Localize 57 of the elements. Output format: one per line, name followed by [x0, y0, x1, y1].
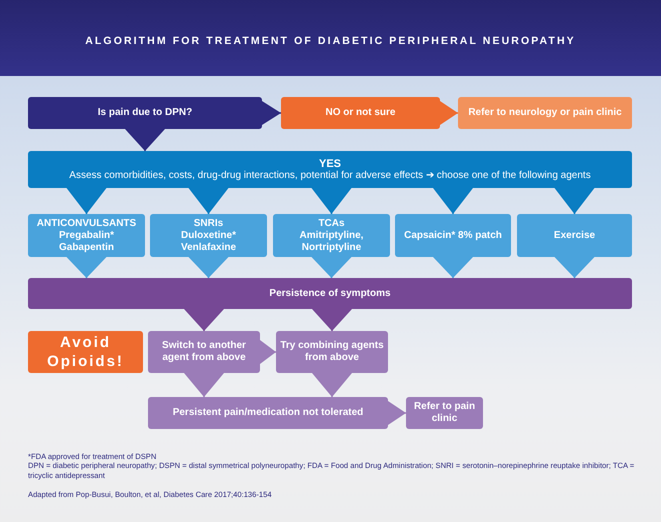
- arrow: [433, 257, 473, 278]
- heading: YES: [318, 158, 341, 170]
- heading: SNRIs: [194, 218, 224, 230]
- decision-box: [28, 97, 262, 129]
- label-text: Try combining agents from above: [280, 340, 384, 364]
- arrow: [184, 309, 224, 331]
- label-text: Assess comorbidities, costs, drug-drug interactions, potential for adverse effects ➔ choose one of the following agents: [69, 170, 591, 182]
- label-text: Nortriptyline: [302, 242, 362, 254]
- arrow: [312, 257, 352, 278]
- process-box: [281, 97, 440, 129]
- process-box: [28, 214, 145, 257]
- arrow: [388, 401, 406, 425]
- arrow: [188, 257, 228, 278]
- arrow: [66, 188, 106, 214]
- label-text: Avoid Opioids!: [46, 333, 125, 371]
- process-box: [28, 278, 632, 309]
- arrow: [260, 340, 276, 364]
- process-box: [517, 214, 632, 257]
- label-text: Capsaicin* 8% patch: [404, 230, 502, 242]
- process-box: [150, 214, 267, 257]
- label-text: Venlafaxine: [180, 242, 236, 254]
- label-text: Switch to another agent from above: [161, 340, 247, 364]
- process-box: [395, 214, 511, 257]
- title: ALGORITHM FOR TREATMENT OF DIABETIC PERIPHERAL NEUROPATHY: [84, 35, 577, 47]
- process-box: [28, 151, 632, 188]
- arrow: [262, 101, 281, 125]
- label-text: Refer to neurology or pain clinic: [468, 107, 622, 119]
- process-box: [273, 214, 390, 257]
- label-text: Pregabalin*: [58, 230, 114, 242]
- label-text: Amitriptyline,: [300, 230, 364, 242]
- label-text: Gabapentin: [58, 242, 114, 254]
- arrow: [125, 129, 165, 151]
- process-box: [276, 331, 388, 373]
- heading: ANTICONVULSANTS: [36, 218, 136, 230]
- label-text: NO or not sure: [325, 107, 396, 119]
- process-box: [406, 397, 483, 429]
- process-box: [148, 397, 388, 429]
- arrow: [440, 101, 458, 125]
- heading: TCAs: [318, 218, 345, 230]
- arrow: [312, 309, 352, 331]
- label-text: Persistence of symptoms: [269, 288, 391, 300]
- process-box: [458, 97, 632, 129]
- arrow: [433, 188, 473, 214]
- warning-box: [28, 331, 143, 373]
- arrow: [554, 257, 594, 278]
- label-text: Persistent pain/medication not tolerated: [172, 407, 364, 419]
- label-text: Is pain due to DPN?: [98, 107, 192, 119]
- arrow: [554, 188, 594, 214]
- arrow: [188, 188, 228, 214]
- arrow: [312, 373, 352, 397]
- arrow: [66, 257, 106, 278]
- label-text: Exercise: [554, 230, 596, 242]
- label-text: Refer to pain clinic: [412, 401, 476, 425]
- arrow: [184, 373, 224, 397]
- process-box: [148, 331, 260, 373]
- label-text: Duloxetine*: [180, 230, 236, 242]
- arrow: [312, 188, 352, 214]
